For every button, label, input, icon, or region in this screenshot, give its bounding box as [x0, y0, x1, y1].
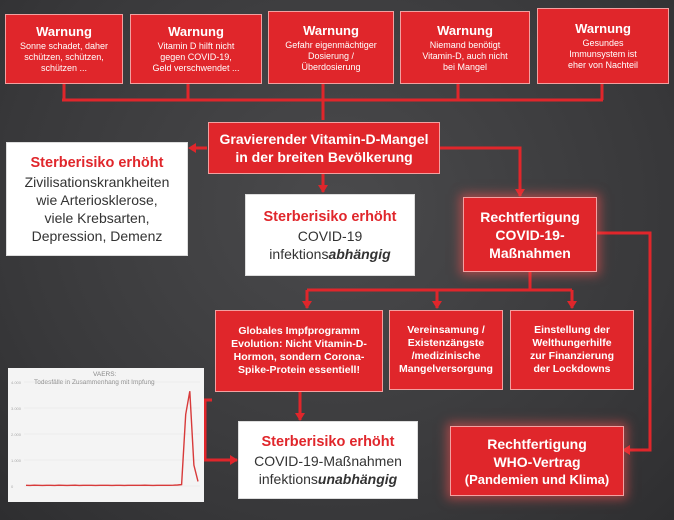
hunger-line: zur Finanzierung — [530, 350, 614, 362]
recht-covid-box: Rechtfertigung COVID-19- Maßnahmen — [463, 197, 597, 272]
impf-box: Globales Impfprogramm Evolution: Nicht V… — [215, 310, 383, 392]
warning-box-4: Warnung Niemand benötigt Vitamin-D, auch… — [400, 11, 530, 84]
chart-plot — [24, 381, 200, 487]
who-line: (Pandemien und Klima) — [464, 471, 610, 487]
warning-line: schützen ... — [40, 63, 88, 73]
verein-line: Existenzängste — [407, 337, 485, 349]
verein-line: Mangelversorgung — [399, 363, 493, 375]
impf-line: Evolution: Nicht Vitamin-D- — [231, 338, 367, 350]
mangel-line: Gravierender Vitamin-D-Mangel — [219, 131, 429, 147]
infektion-prefix: infektions — [258, 470, 318, 487]
warning-line: Sonne schadet, daher — [19, 41, 109, 51]
mangel-line: in der breiten Bevölkerung — [235, 149, 413, 165]
hunger-line: Welthungerhilfe — [532, 337, 612, 349]
y-tick-label: 3.000 — [11, 406, 22, 411]
infektion-emphasis: unabhängig — [317, 470, 398, 487]
hunger-line: Einstellung der — [534, 324, 610, 336]
risk-line: Depression, Demenz — [31, 227, 163, 244]
risk-line-infektion: infektionsabhängig — [269, 245, 390, 263]
warning-line: schützen, schützen, — [24, 52, 104, 62]
recht-line: Rechtfertigung — [480, 208, 580, 225]
warning-line: Dosierung / — [307, 50, 355, 61]
chart-title: VAERS: — [93, 371, 117, 378]
risk-box-diseases: Sterberisiko erhöht Zivilisationskrankhe… — [6, 142, 188, 256]
warning-line: Vitamin D hilft nicht — [157, 41, 235, 51]
chart-gridlines — [24, 381, 200, 487]
recht-covid-branch — [305, 272, 574, 308]
warning-box-5: Warnung Gesundes Immunsystem ist eher vo… — [537, 8, 669, 84]
recht-who-box: Rechtfertigung WHO-Vertrag (Pandemien un… — [450, 426, 624, 496]
recht-line: COVID-19- — [495, 226, 565, 243]
warning-line: gegen COVID-19, — [160, 52, 232, 62]
impf-line: Spike-Protein essentiell! — [238, 364, 360, 376]
warning-title: Warnung — [168, 24, 224, 39]
risk-line: COVID-19-Maßnahmen — [254, 452, 402, 469]
risk-line: COVID-19 — [297, 227, 363, 244]
vaers-chart: VAERS: Todesfälle in Zusammenhang mit Im… — [8, 368, 204, 502]
risk-title: Sterberisiko erhöht — [261, 433, 395, 450]
warning-line: Gefahr eigenmächtiger — [285, 39, 377, 50]
verein-line: Vereinsamung / — [407, 324, 485, 336]
risk-line: viele Krebsarten, — [44, 209, 150, 226]
warning-box-1: Warnung Sonne schadet, daher schützen, s… — [5, 14, 123, 84]
verein-box: Vereinsamung / Existenzängste /medizinis… — [389, 310, 503, 390]
warning-title: Warnung — [303, 22, 359, 38]
warning-line: Vitamin-D, auch nicht — [422, 50, 508, 61]
y-tick-label: 2.000 — [11, 432, 22, 437]
line-to-recht-covid — [440, 146, 522, 196]
warning-title: Warnung — [437, 22, 493, 38]
infektion-prefix: infektions — [269, 245, 329, 262]
line-to-who — [597, 231, 652, 452]
warning-line: Gesundes — [582, 38, 624, 48]
who-line: WHO-Vertrag — [493, 453, 581, 470]
impf-line: Hormon, sondern Corona- — [233, 351, 365, 363]
verein-line: /medizinische — [411, 350, 481, 362]
warning-line: bei Mangel — [442, 61, 488, 72]
hunger-box: Einstellung der Welthungerhilfe zur Fina… — [510, 310, 634, 390]
warning-line: eher von Nachteil — [567, 60, 639, 70]
warning-title: Warnung — [575, 21, 631, 36]
chart-subtitle: Todesfälle in Zusammenhang mit Impfung — [34, 379, 155, 386]
warning-line: Geld verschwendet ... — [152, 63, 240, 73]
impf-line: Globales Impfprogramm — [238, 325, 360, 337]
vaers-series-line — [25, 391, 199, 487]
infektion-emphasis: abhängig — [328, 245, 391, 262]
mangel-box: Gravierender Vitamin-D-Mangel in der bre… — [208, 122, 440, 174]
y-tick-label: 1.000 — [11, 458, 22, 463]
risk-line-infektion: infektionsunabhängig — [259, 470, 397, 488]
warning-drop-lines — [62, 83, 604, 100]
risk-line: Zivilisationskrankheiten — [24, 173, 170, 190]
y-tick-label: 0 — [11, 484, 14, 489]
warning-box-2: Warnung Vitamin D hilft nicht gegen COVI… — [130, 14, 262, 84]
risk-title: Sterberisiko erhöht — [30, 154, 164, 171]
risk-title: Sterberisiko erhöht — [263, 208, 397, 225]
hunger-line: der Lockdowns — [533, 363, 611, 375]
y-tick-label: 4.000 — [11, 380, 22, 385]
warning-line: Niemand benötigt — [429, 39, 501, 50]
risk-box-covid: Sterberisiko erhöht COVID-19 infektionsa… — [245, 194, 415, 276]
who-line: Rechtfertigung — [487, 435, 587, 452]
warning-box-3: Warnung Gefahr eigenmächtiger Dosierung … — [268, 11, 394, 84]
risk-line: wie Arteriosklerose, — [36, 191, 158, 208]
warning-title: Warnung — [36, 24, 92, 39]
chart-to-risk-bottom — [203, 398, 237, 462]
risk-box-measures: Sterberisiko erhöht COVID-19-Maßnahmen i… — [238, 421, 418, 499]
warning-line: Überdosierung — [301, 61, 361, 72]
recht-line: Maßnahmen — [489, 244, 571, 261]
warning-line: Immunsystem ist — [569, 49, 637, 59]
